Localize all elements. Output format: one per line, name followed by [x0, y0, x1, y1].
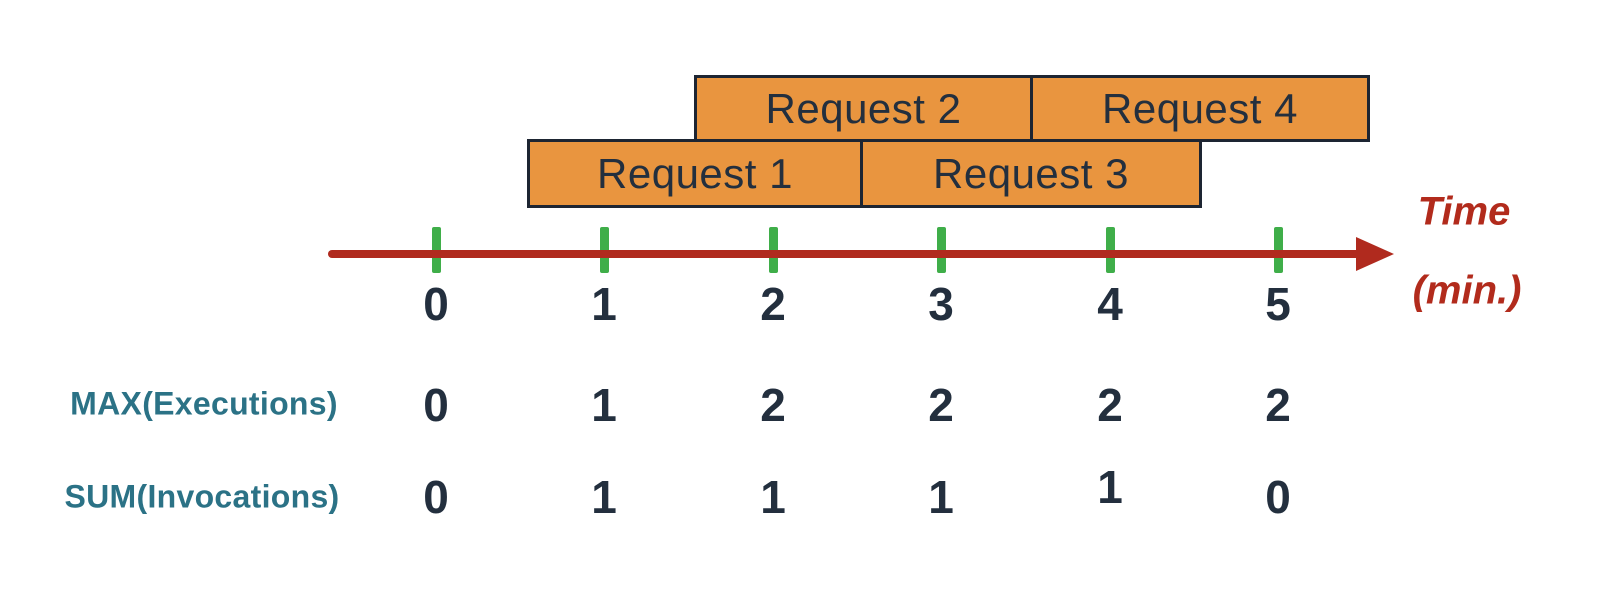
request-2-bar: Request 2 — [694, 75, 1033, 142]
sum-invocations-value-4: 1 — [1097, 461, 1123, 513]
axis-title-time: Time — [1417, 189, 1511, 234]
sum-invocations-value-0: 0 — [423, 471, 449, 523]
tick-label-5: 5 — [1265, 278, 1291, 330]
sum-invocations-row-label: SUM(Invocations) — [64, 478, 340, 515]
sum-invocations-value-1: 1 — [591, 471, 617, 523]
request-1-bar: Request 1 — [527, 139, 863, 208]
max-executions-value-2: 2 — [760, 379, 786, 431]
max-executions-value-5: 2 — [1265, 379, 1291, 431]
max-executions-value-3: 2 — [928, 379, 954, 431]
time-axis-arrowhead-icon — [1356, 237, 1394, 271]
tick-label-4: 4 — [1097, 278, 1123, 330]
sum-invocations-value-2: 1 — [760, 471, 786, 523]
max-executions-row-label: MAX(Executions) — [70, 385, 338, 422]
request-4-bar: Request 4 — [1030, 75, 1370, 142]
request-3-bar: Request 3 — [860, 139, 1202, 208]
tick-label-2: 2 — [760, 278, 786, 330]
tick-label-1: 1 — [591, 278, 617, 330]
max-executions-value-1: 1 — [591, 379, 617, 431]
axis-title-unit: (min.) — [1412, 268, 1522, 313]
sum-invocations-value-5: 0 — [1265, 471, 1291, 523]
tick-label-0: 0 — [423, 278, 449, 330]
max-executions-value-0: 0 — [423, 379, 449, 431]
sum-invocations-value-3: 1 — [928, 471, 954, 523]
time-axis-line — [328, 250, 1362, 258]
tick-label-3: 3 — [928, 278, 954, 330]
max-executions-value-4: 2 — [1097, 379, 1123, 431]
